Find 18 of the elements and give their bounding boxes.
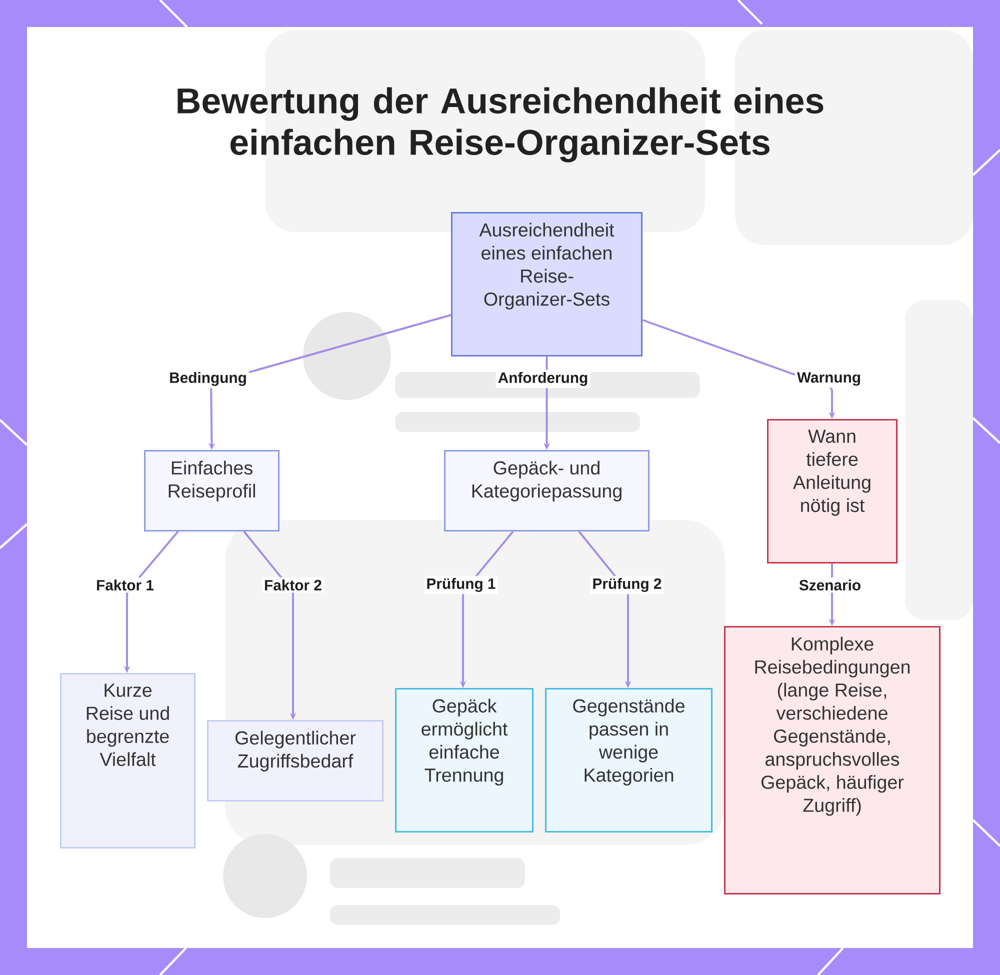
factor-box: Kurze Reise und begrenzte Vielfalt bbox=[60, 673, 196, 849]
criterion-box: Gegenstände passen in wenige Kategorien bbox=[545, 688, 713, 833]
factor-box: Gelegentlicher Zugriffsbedarf bbox=[207, 720, 384, 802]
edge-label: Prüfung 2 bbox=[590, 576, 664, 594]
category-box: Einfaches Reiseprofil bbox=[144, 450, 280, 532]
edge-label: Szenario bbox=[796, 577, 864, 593]
edge-label: Prüfung 1 bbox=[424, 576, 498, 594]
warning-box: Wann tiefere Anleitung nötig ist bbox=[767, 419, 898, 564]
criterion-box: Gepäck ermöglicht einfache Trennung bbox=[395, 688, 534, 833]
title: Bewertung der Ausreichendheit eines einfachen Reise-Organizer-Sets bbox=[178, 87, 824, 162]
edge-label: Faktor 2 bbox=[262, 577, 324, 593]
edge-label: Anforderung bbox=[496, 370, 590, 388]
edge-label: Warnung bbox=[794, 370, 864, 388]
edge-label: Bedingung bbox=[167, 370, 250, 388]
scenario-box: Komplexe Reisebedingungen (lange Reise, verschiedene Gegenstände, anspruchsvolles Gepäck, häufiger Zugriff) bbox=[724, 626, 941, 895]
category-box: Gepäck- und Kategoriepassung bbox=[444, 450, 650, 532]
topic-box: Ausreichendheit eines einfachen Reise-Organizer-Sets bbox=[451, 212, 643, 357]
edge-label: Faktor 1 bbox=[94, 577, 156, 593]
